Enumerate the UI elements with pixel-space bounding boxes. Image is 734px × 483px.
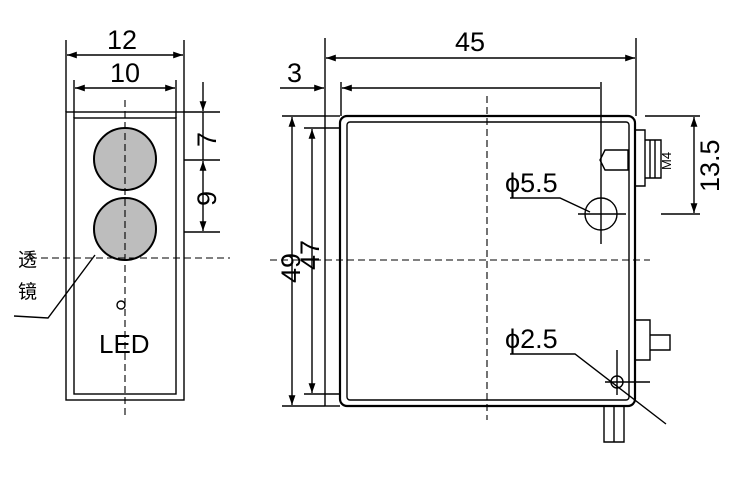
dim-10-text: 10 xyxy=(110,58,140,88)
dim-7-text: 7 xyxy=(192,132,222,147)
m4-thread xyxy=(645,139,662,179)
dim-49-text: 49 xyxy=(276,253,306,283)
hole-5-5-text: ϕ5.5 xyxy=(505,168,558,198)
m4-label: M4 xyxy=(659,152,674,170)
side-view: 45 3 49 47 M4 13.5 ϕ5.5 xyxy=(270,27,725,443)
side-body-inner xyxy=(346,121,630,401)
hole-2-5-text: ϕ2.5 xyxy=(505,324,558,354)
dim-45-text: 45 xyxy=(455,27,485,57)
dim-47-text: 47 xyxy=(295,240,325,270)
dim-12-text: 12 xyxy=(107,25,137,55)
lens-lower xyxy=(93,197,157,261)
led-label: LED xyxy=(99,329,150,359)
dim-3-text: 3 xyxy=(287,58,302,88)
lens-label-line2: 镜 xyxy=(18,281,37,303)
dim-9-text: 9 xyxy=(192,191,222,206)
dim-13-5-text: 13.5 xyxy=(695,139,725,192)
lens-label-line1: 透 xyxy=(18,249,37,271)
m4-nut xyxy=(599,149,629,171)
lens-leader xyxy=(13,254,96,319)
m4-connector xyxy=(636,129,646,187)
side-gland-pin xyxy=(650,334,671,351)
hole-2-5-leader xyxy=(510,353,667,425)
side-gland xyxy=(636,319,651,361)
front-view: LED 12 10 7 9 透 镜 xyxy=(13,25,230,418)
hole-5-5-leader xyxy=(510,197,591,213)
led-indicator xyxy=(116,300,126,310)
